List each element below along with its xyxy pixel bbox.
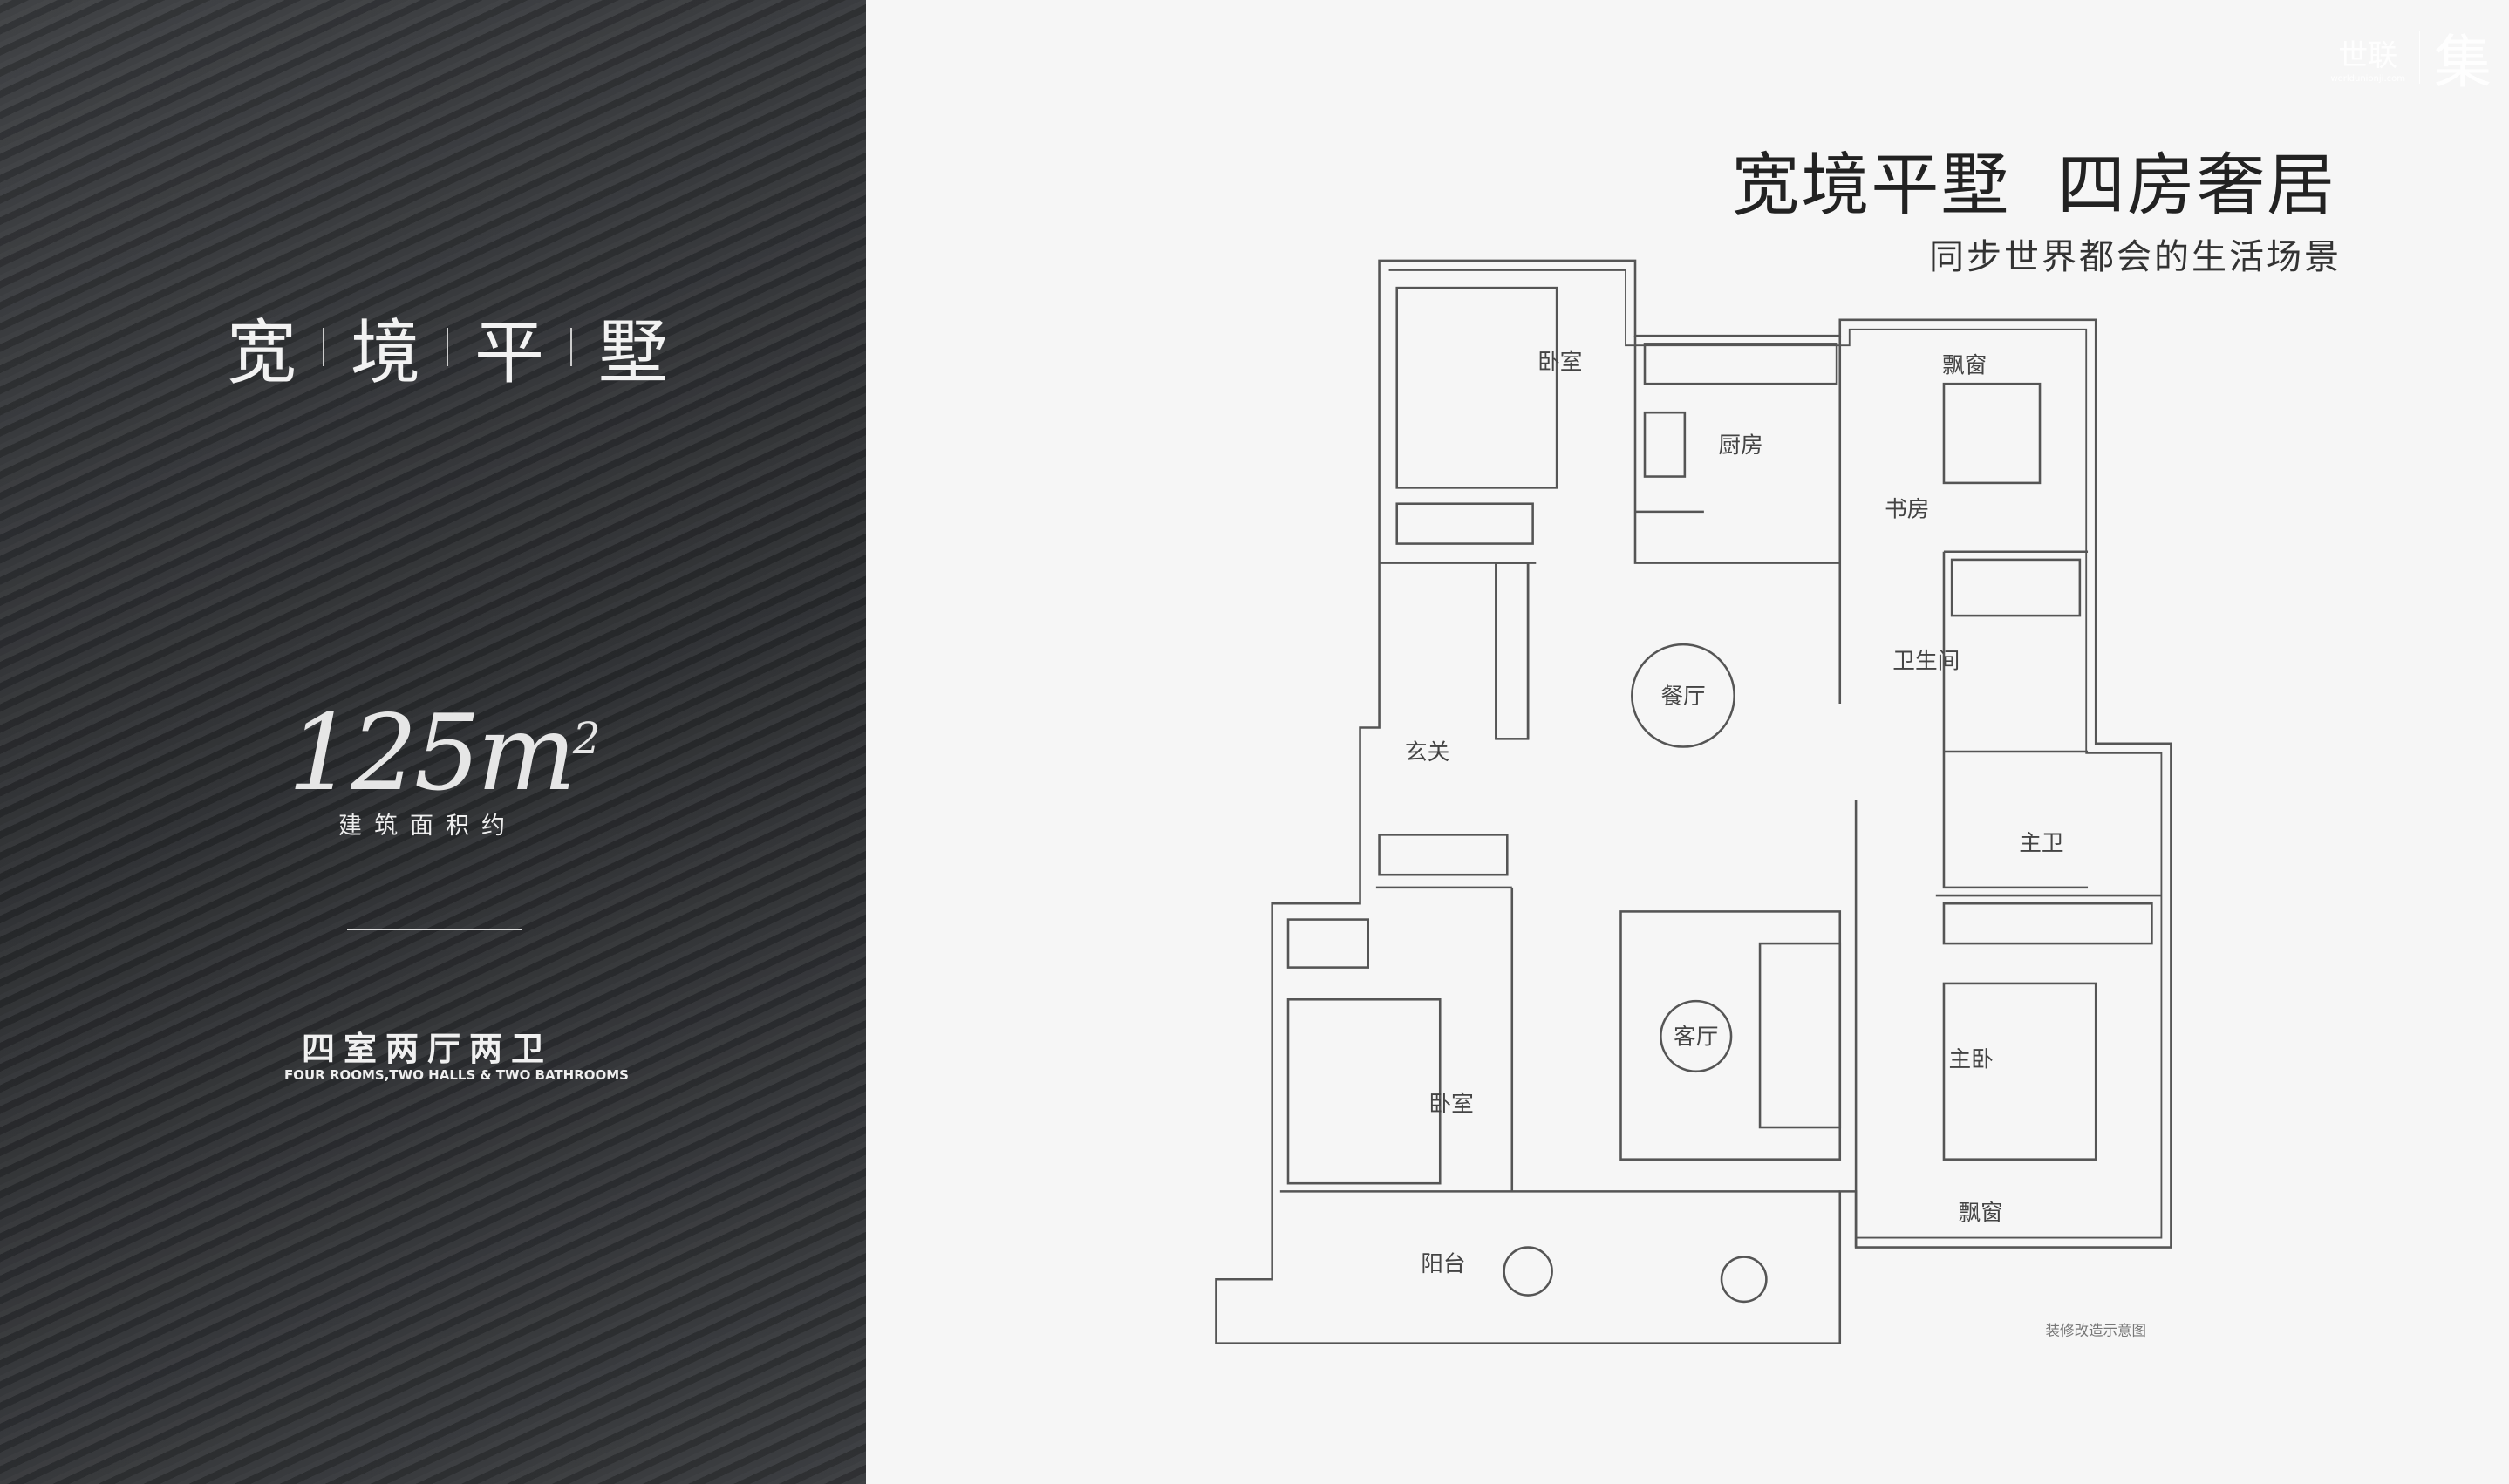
logo-char: 集	[2434, 29, 2492, 96]
coffee-table	[1660, 999, 1733, 1073]
area-number: 125	[288, 693, 481, 814]
bathtub	[1950, 558, 2082, 617]
room-label: 飘窗	[1959, 1200, 2003, 1226]
room-label: 书房	[1885, 496, 1929, 522]
layout-en: FOUR ROOMS,TWO HALLS & TWO BATHROOMS	[284, 1067, 629, 1083]
room-label: 卧室	[1537, 350, 1582, 376]
room-label: 客厅	[1674, 1025, 1718, 1051]
wardrobe-nw	[1395, 502, 1534, 545]
room-label: 飘窗	[1942, 352, 1987, 378]
title-char: 平	[474, 312, 544, 393]
layout-cn: 四室两厅两卫	[302, 1030, 554, 1068]
page-subtitle: 同步世界都会的生活场景	[1929, 237, 2342, 277]
room-label: 阳台	[1421, 1251, 1465, 1277]
wardrobe-entry	[1495, 562, 1530, 740]
logo-cn: 世联	[2338, 38, 2398, 73]
area-value: 125m2	[288, 693, 601, 814]
left-panel: 宽 境 平 墅 125m2 建筑面积约 四室两厅两卫 FOUR ROOMS,TW…	[0, 0, 866, 1484]
room-label: 玄关	[1405, 739, 1449, 766]
room-label: 卧室	[1428, 1092, 1473, 1118]
title-char: 境	[351, 312, 420, 393]
divider	[570, 328, 572, 366]
kitchen-counter	[1643, 343, 1838, 385]
master-wardrobe	[1942, 902, 2153, 945]
logo-url: worldunionji.com	[2330, 74, 2405, 84]
bed-nw	[1395, 286, 1558, 489]
sofa	[1758, 942, 1842, 1129]
plan-note: 装修改造示意图	[2045, 1322, 2146, 1338]
area-unit-sup: 2	[572, 713, 601, 764]
bed-sw	[1286, 997, 1442, 1185]
outer-wall	[1215, 259, 2172, 1344]
balcony-chair	[1503, 1246, 1553, 1297]
interior-walls	[1279, 336, 2162, 1248]
room-label: 卫生间	[1892, 649, 1960, 675]
logo-divider	[2419, 31, 2420, 84]
divider	[447, 328, 448, 366]
master-bed	[1942, 982, 2097, 1161]
vertical-title: 宽 境 平 墅	[201, 296, 694, 398]
room-label: 主卫	[2019, 831, 2063, 857]
dining-table	[1631, 643, 1735, 748]
stove	[1643, 411, 1687, 478]
wardrobe-sw	[1286, 918, 1370, 969]
title-char: 宽	[227, 312, 297, 393]
room-label: 厨房	[1718, 432, 1762, 459]
study-desk	[1942, 382, 2042, 485]
room-label: 主卧	[1948, 1046, 1993, 1072]
divider-line	[347, 929, 522, 930]
area-unit: m	[477, 693, 576, 814]
outer-wall-inner	[1388, 269, 2163, 1239]
plant	[1720, 1256, 1768, 1304]
divider	[323, 328, 324, 366]
room-label: 餐厅	[1660, 684, 1705, 710]
area-label: 建筑面积约	[338, 813, 517, 840]
wardrobe-entrance	[1378, 834, 1509, 876]
page-title: 宽境平墅 四房奢居	[1731, 146, 2336, 225]
title-char: 墅	[598, 312, 668, 393]
